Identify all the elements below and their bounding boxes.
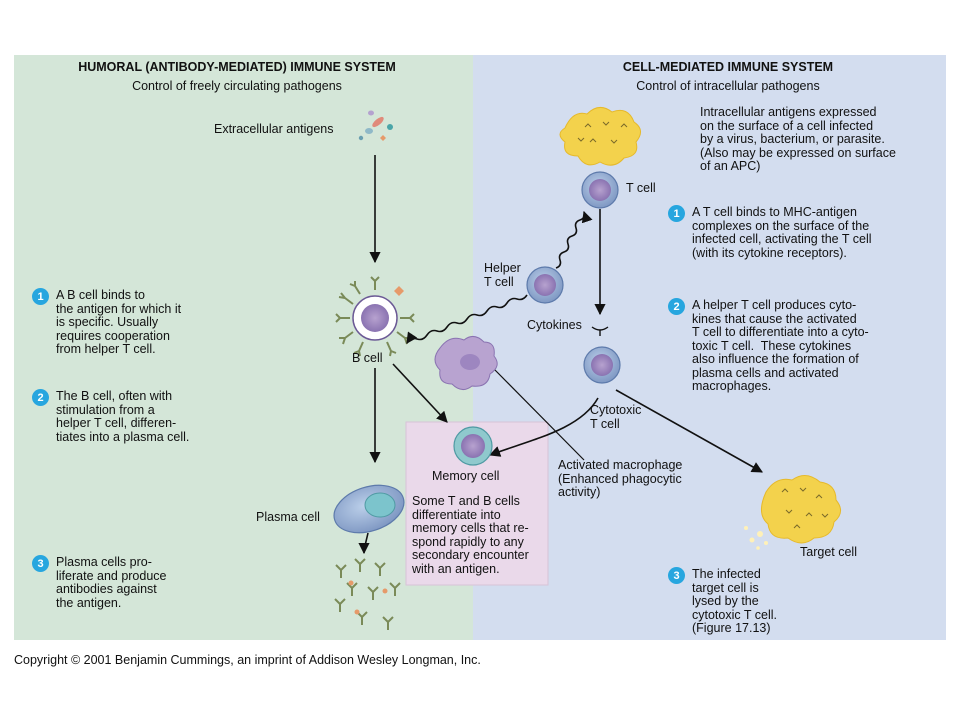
cell-mediated-title: CELL-MEDIATED IMMUNE SYSTEM [622, 60, 834, 74]
extracellular-antigens-icon [358, 110, 393, 141]
helper-t-cell-icon [526, 266, 564, 304]
humoral-step-2: 2 The B cell, often with stimulation fro… [32, 389, 190, 444]
activated-macrophage-icon [434, 336, 498, 390]
activated-macrophage-label: Activated macrophage (Enhanced phagocyti… [558, 458, 683, 499]
step-text: Plasma cells pro- liferate and produce a… [56, 555, 167, 610]
step-badge: 3 [32, 555, 49, 572]
step-badge: 2 [32, 389, 49, 406]
plasma-cell-icon [333, 484, 405, 534]
step-text: The infected target cell is lysed by the… [692, 567, 777, 635]
memory-cell-icon [453, 426, 493, 466]
step-badge: 1 [668, 205, 685, 222]
antibody-antigen-marks [348, 580, 388, 615]
cell-mediated-step-1: 1 A T cell binds to MHC-antigen complexe… [668, 205, 872, 260]
cell-mediated-step-3: 3 The infected target cell is lysed by t… [668, 567, 777, 636]
cytotoxic-t-cell-label: Cytotoxic T cell [590, 403, 642, 431]
target-cell-label: Target cell [800, 545, 857, 559]
step-text: A B cell binds to the antigen for which … [56, 288, 182, 356]
helper-t-cell-label: Helper T cell [484, 261, 521, 289]
humoral-step-3: 3 Plasma cells pro- liferate and produce… [32, 555, 167, 610]
plasma-cell-label: Plasma cell [256, 510, 320, 524]
step-text: A T cell binds to MHC-antigen complexes … [692, 205, 872, 260]
b-cell-icon [335, 276, 415, 357]
step-badge: 2 [668, 298, 685, 315]
t-cell-label: T cell [626, 181, 656, 195]
infected-cell-icon [559, 107, 641, 166]
extracellular-antigens-label: Extracellular antigens [214, 122, 334, 136]
humoral-title: HUMORAL (ANTIBODY-MEDIATED) IMMUNE SYSTE… [78, 60, 396, 74]
cell-mediated-step-2: 2 A helper T cell produces cyto- kines t… [668, 298, 869, 394]
cell-mediated-panel [473, 55, 946, 640]
humoral-step-1: 1 A B cell binds to the antigen for whic… [32, 288, 182, 357]
cytokines-label: Cytokines [527, 318, 582, 332]
copyright-notice: Copyright © 2001 Benjamin Cummings, an i… [14, 653, 481, 667]
cytotoxic-t-cell-icon [583, 346, 621, 384]
humoral-panel [14, 55, 473, 640]
humoral-subtitle: Control of freely circulating pathogens [132, 79, 342, 93]
memory-cell-description: Some T and B cells differentiate into me… [412, 494, 529, 576]
step-badge: 1 [32, 288, 49, 305]
step-text: The B cell, often with stimulation from … [56, 389, 190, 444]
target-cell-icon [744, 475, 841, 550]
antibodies-icon [334, 558, 401, 630]
step-text: A helper T cell produces cyto- kines tha… [692, 298, 869, 393]
step-badge: 3 [668, 567, 685, 584]
cell-mediated-subtitle: Control of intracellular pathogens [636, 79, 820, 93]
b-cell-label: B cell [352, 351, 383, 365]
intracellular-antigens-note: Intracellular antigens expressed on the … [700, 105, 896, 173]
memory-cell-label: Memory cell [432, 469, 500, 483]
t-cell-icon [581, 171, 619, 209]
